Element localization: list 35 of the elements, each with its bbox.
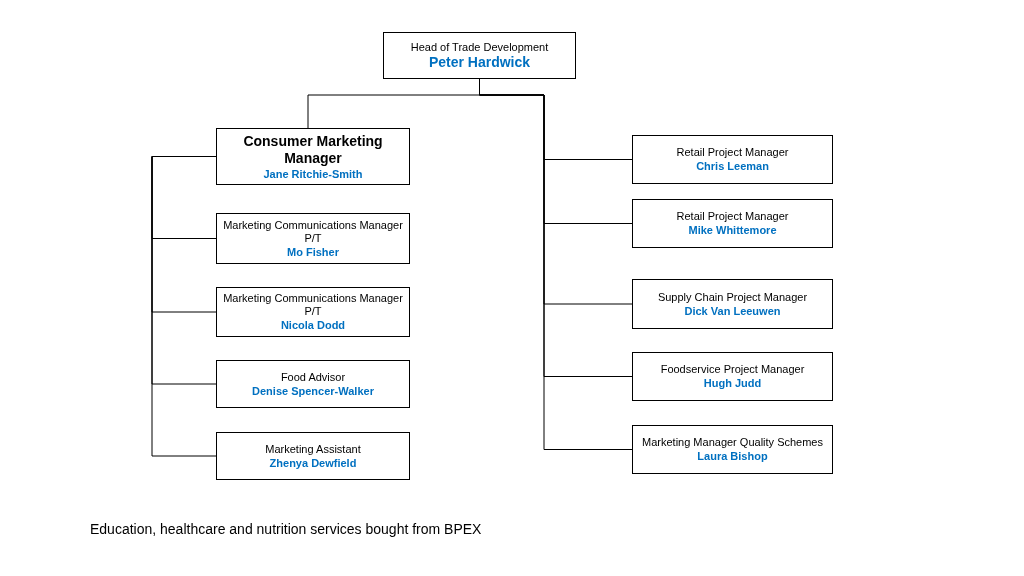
- job-title: Retail Project Manager: [676, 210, 789, 223]
- role-box: [216, 360, 410, 408]
- person-name: Hugh Judd: [703, 376, 762, 390]
- person-name: Dick Van Leeuwen: [684, 303, 781, 318]
- person-name: Peter Hardwick: [428, 53, 531, 71]
- job-title: Consumer Marketing Manager: [242, 132, 384, 167]
- role-box: [632, 352, 833, 401]
- job-title: Head of Trade Development: [410, 40, 549, 54]
- connector-line: [151, 156, 217, 457]
- job-title: Food Advisor: [280, 370, 346, 384]
- job-title: Foodservice Project Manager: [660, 363, 805, 376]
- job-title: Marketing Communications Manager P/T: [223, 292, 403, 318]
- person-name: Mike Whittemore: [688, 223, 777, 237]
- role-box: [632, 135, 833, 184]
- role-box: [216, 213, 410, 264]
- role-box: [632, 279, 833, 329]
- role-box: [383, 32, 576, 79]
- person-name: Mo Fisher: [287, 244, 339, 259]
- person-name: Jane Ritchie-Smith: [263, 166, 363, 181]
- role-box: [216, 287, 410, 337]
- job-title: Marketing Assistant: [265, 442, 361, 456]
- role-box: [216, 432, 410, 480]
- person-name: Denise Spencer-Walker: [252, 383, 374, 398]
- job-title: Supply Chain Project Manager: [657, 290, 808, 304]
- job-title: Marketing Communications Manager P/T: [223, 218, 403, 245]
- role-box: [632, 199, 833, 248]
- caption: Education, healthcare and nutrition services bought from BPEX: [90, 521, 482, 537]
- role-box: [216, 128, 410, 185]
- job-title: Marketing Manager Quality Schemes: [642, 436, 823, 449]
- job-title: Retail Project Manager: [676, 146, 789, 159]
- person-name: Nicola Dodd: [280, 318, 346, 332]
- person-name: Zhenya Dewfield: [269, 455, 357, 470]
- role-box: [632, 425, 833, 474]
- person-name: Chris Leeman: [696, 159, 769, 173]
- person-name: Laura Bishop: [697, 449, 768, 463]
